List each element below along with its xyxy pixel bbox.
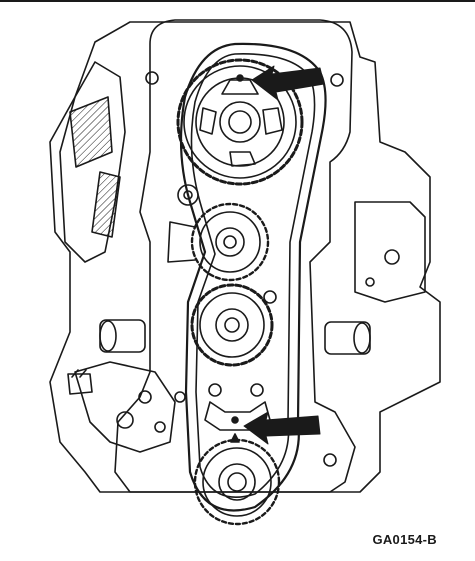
right-bracket — [354, 201, 426, 303]
lower-left-bracket — [67, 361, 176, 453]
lower-right-bolt — [323, 453, 337, 467]
water-inlet — [99, 319, 146, 353]
arrow-left-icon — [243, 411, 321, 445]
camshaft-timing-mark — [236, 74, 244, 82]
lower-bolt-right — [250, 383, 264, 397]
idler-pulley — [177, 184, 199, 206]
crankshaft-sprocket — [193, 438, 281, 526]
left-bracket-hatch — [69, 96, 113, 168]
left-bracket-hatch-2 — [91, 171, 121, 238]
figure-reference-code: GA0154-B — [372, 532, 437, 547]
mid-right-bolt — [263, 290, 277, 304]
upper-left-bolt — [145, 71, 159, 85]
left-bracket — [59, 61, 126, 263]
intermediate-sprocket — [190, 283, 274, 367]
lower-bolt-left — [208, 383, 222, 397]
engine-block-outline — [49, 21, 441, 493]
timing-cover-plate — [114, 19, 356, 493]
tensioner-pulley — [167, 202, 270, 282]
arrow-left-icon — [251, 65, 325, 101]
right-bracket-bolt-2 — [365, 277, 375, 287]
camshaft-sprocket — [176, 58, 304, 186]
crank-timing-mark — [231, 416, 239, 424]
right-bracket-bolt — [384, 249, 400, 265]
right-outlet — [324, 321, 371, 355]
lower-right-bolt-2 — [174, 391, 186, 403]
upper-right-bolt — [330, 73, 344, 87]
